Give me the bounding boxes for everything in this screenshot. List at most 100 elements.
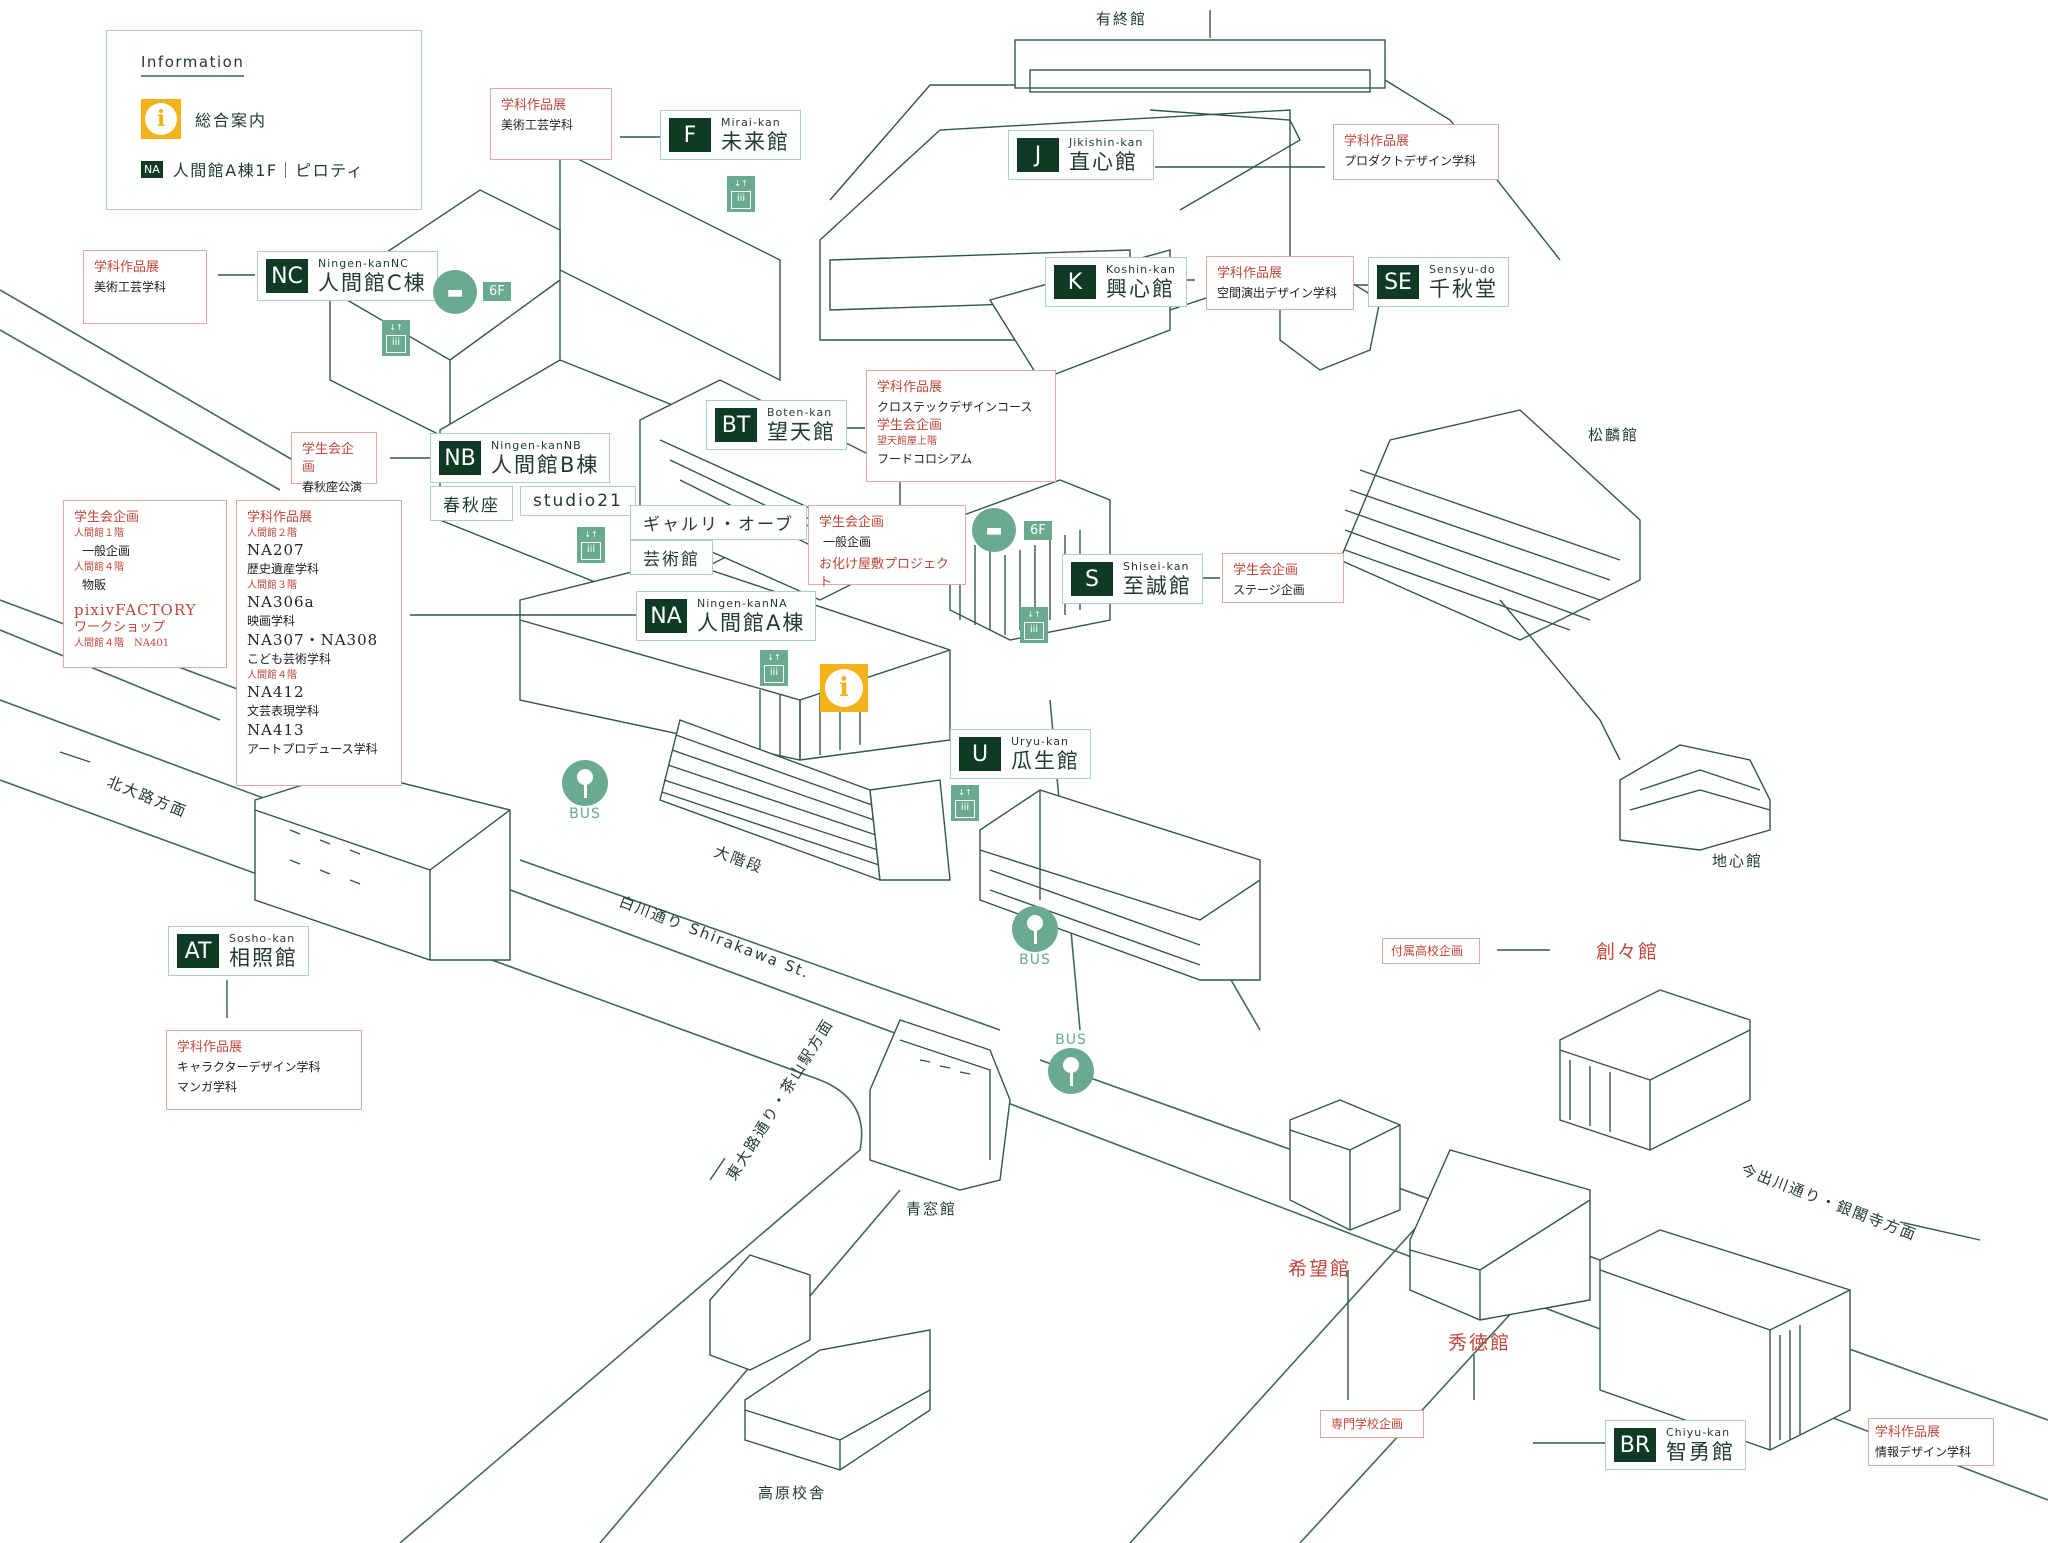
building-roman: Koshin-kan [1106,263,1176,276]
event-item: 空間演出デザイン学科 [1217,286,1338,300]
event-category: 学生会企画 [819,515,885,530]
building-kanji: 人間館C棟 [318,271,427,295]
event-category: 学生会企画 [302,442,355,475]
event-box-koshin: 学科作品展 空間演出デザイン学科 [1206,256,1354,310]
building-roman: Uryu-kan [1011,735,1069,748]
event-item-workshop: ワークショップ [74,620,166,635]
label-sosokan[interactable]: 創々館 [1596,941,1660,963]
smoking-area-icon: ▬ [972,508,1016,552]
bus-stop-icon[interactable]: BUS [1012,906,1058,968]
building-kanji: 千秋堂 [1429,277,1498,301]
building-code: U [959,737,1001,771]
building-roman: Chiyu-kan [1666,1426,1731,1439]
venue-geijutsukan[interactable]: 芸術館 [630,540,713,575]
shorinkan-drawing [1339,409,1641,761]
road-line [0,329,281,491]
event-category: 学科作品展 [877,380,943,395]
event-category: 学科作品展 [177,1040,243,1055]
bus-label: BUS [1019,952,1051,968]
building-code: NA [645,599,687,633]
venue-gallery[interactable]: ギャルリ・オーブ [630,505,807,540]
building-kanji: 興心館 [1106,277,1175,301]
event-dept: こども芸術学科 [247,652,332,666]
event-category: 学科作品展 [1875,1425,1941,1440]
event-item: ステージ企画 [1233,583,1305,597]
event-item: 一般企画 [823,535,872,549]
event-room: NA412 [247,683,305,701]
event-item: 情報デザイン学科 [1875,1445,1972,1459]
event-box-gallery: 学生会企画 一般企画 お化け屋敷プロジェクト [808,505,966,590]
event-category: 学科作品展 [501,98,567,113]
event-item: マンガ学科 [177,1080,238,1094]
legend-info-label: 総合案内 [195,111,268,130]
building-kanji: 至誠館 [1123,574,1192,598]
building-code: J [1017,138,1059,172]
smoking-area-icon: ▬ [433,270,477,314]
info-icon: i [141,99,181,139]
building-roman: Ningen-kanNC [318,257,409,270]
grand-staircase-drawing [659,719,951,882]
label-shorinkan[interactable]: 松麟館 [1588,426,1640,444]
label-shutokukan[interactable]: 秀徳館 [1448,1332,1512,1354]
legend-location-text: 人間館A棟1F｜ピロティ [172,161,365,180]
event-category: 学生会企画 [74,510,140,525]
event-room: NA207 [247,541,305,559]
event-box-sosho: 学科作品展 キャラクターデザイン学科 マンガ学科 [166,1030,362,1110]
event-category: 学科作品展 [1344,134,1410,149]
side-road [1129,1189,1451,1543]
bus-stop-icon[interactable]: BUS [562,760,608,822]
elevator-icon: ↓↑iii [951,785,979,821]
label-yushukan[interactable]: 有終館 [1096,10,1148,28]
building-kanji: 直心館 [1069,150,1138,174]
uryukan-drawing [979,789,1261,981]
building-kanji: 相照館 [229,946,298,970]
shirakawa-center-dash [519,859,1001,1031]
event-item: クロステックデザインコース [877,400,1033,414]
event-room: NA413 [247,721,305,739]
building-kanji: 瓜生館 [1011,749,1080,773]
info-icon[interactable]: i [820,664,868,712]
building-kanji: 望天館 [767,420,836,444]
label-takahara[interactable]: 高原校舎 [758,1484,827,1502]
bus-stop-icon[interactable]: BUS [1048,1032,1094,1094]
label-kibokan[interactable]: 希望館 [1288,1258,1352,1280]
event-category: 学生会企画 [877,418,943,433]
event-item: 専門学校企画 [1331,1417,1404,1431]
venue-shunjuza[interactable]: 春秋座 [430,486,513,521]
event-floor: 人間館１階 [74,528,124,539]
building-roman: Ningen-kanNB [491,439,582,452]
event-box-mirai: 学科作品展 美術工芸学科 [490,88,612,160]
event-dept: 映画学科 [247,614,296,628]
building-roman: Boten-kan [767,406,833,419]
elevator-icon: ↓↑iii [760,650,788,686]
legend-title: Information [141,53,245,77]
event-item: 物販 [82,578,107,592]
label-chishinkan[interactable]: 地心館 [1712,852,1764,870]
event-item: 一般企画 [82,544,131,558]
elevator-icon: ↓↑iii [577,527,605,563]
event-box-ningen-nb: 学生会企画 春秋座公演 [291,432,377,494]
building-code: F [669,118,711,152]
event-room: NA306a [247,593,315,611]
event-dept: 文芸表現学科 [247,704,320,718]
event-category: 学生会企画 [1233,563,1299,578]
yushukan-drawing [829,39,1561,261]
venue-studio21[interactable]: studio21 [520,486,636,516]
label-seisokan[interactable]: 青窓館 [906,1200,958,1218]
event-floor: 人間館２階 [247,528,297,539]
smoking-floor-badge: 6F [1024,521,1052,540]
building-roman: Sensyu-do [1429,263,1496,276]
elevator-icon: ↓↑iii [1020,607,1048,643]
